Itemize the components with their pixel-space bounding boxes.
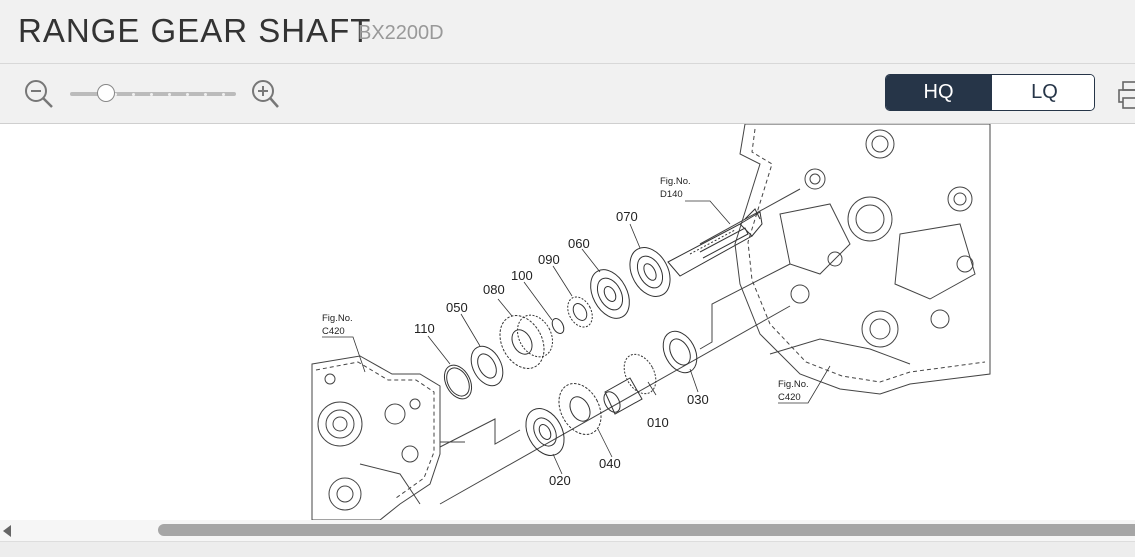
fig-ref-number[interactable]: C420 bbox=[778, 392, 801, 403]
part-label[interactable]: 060 bbox=[568, 236, 590, 251]
model-number: BX2200D bbox=[358, 22, 444, 44]
horizontal-scrollbar[interactable] bbox=[0, 520, 1135, 541]
gear-080 bbox=[499, 314, 554, 369]
bottom-strip bbox=[0, 541, 1135, 557]
fig-ref-label: Fig.No. bbox=[778, 379, 809, 390]
bearing-070 bbox=[629, 247, 671, 297]
bearing-020 bbox=[525, 408, 565, 456]
part-label[interactable]: 110 bbox=[414, 321, 435, 336]
lq-button[interactable]: LQ bbox=[991, 75, 1094, 110]
part-label[interactable]: 070 bbox=[616, 209, 638, 224]
gear-010 bbox=[603, 353, 657, 415]
zoom-slider-track bbox=[70, 92, 236, 96]
slider-tick bbox=[114, 93, 117, 96]
scrollbar-thumb[interactable] bbox=[158, 524, 1135, 536]
diagram-viewer[interactable]: 070 060 090 100 080 050 110 030 010 040 … bbox=[0, 124, 1135, 520]
part-label[interactable]: 050 bbox=[446, 300, 468, 315]
part-label[interactable]: 100 bbox=[511, 268, 533, 283]
hq-button[interactable]: HQ bbox=[886, 75, 991, 110]
slider-tick bbox=[150, 93, 153, 96]
axis-lines bbox=[439, 263, 791, 505]
leader-lines bbox=[322, 200, 831, 475]
gear-040 bbox=[558, 383, 602, 435]
slider-tick bbox=[132, 93, 135, 96]
part-label[interactable]: 010 bbox=[647, 415, 669, 430]
part-label[interactable]: 030 bbox=[687, 392, 709, 407]
slider-tick bbox=[186, 93, 189, 96]
fig-ref-number[interactable]: C420 bbox=[322, 326, 345, 337]
bearing-060 bbox=[590, 269, 630, 319]
printer-icon[interactable] bbox=[1117, 78, 1135, 112]
bearing-030 bbox=[662, 330, 698, 374]
slider-tick bbox=[168, 93, 171, 96]
top-shaft bbox=[667, 208, 763, 277]
scroll-left-arrow-icon[interactable] bbox=[2, 524, 12, 542]
zoom-slider-thumb[interactable] bbox=[97, 84, 115, 102]
part-label[interactable]: 080 bbox=[483, 282, 505, 297]
header: RANGE GEAR SHAFT BX2200D bbox=[0, 0, 1135, 64]
quality-toggle: HQ LQ bbox=[885, 74, 1095, 111]
slider-tick bbox=[222, 93, 225, 96]
page-title: RANGE GEAR SHAFT bbox=[18, 12, 372, 49]
bearing-050 bbox=[470, 345, 504, 387]
part-label[interactable]: 090 bbox=[538, 252, 560, 267]
gear-090 bbox=[567, 296, 593, 328]
zoom-in-icon[interactable] bbox=[248, 78, 280, 110]
right-housing bbox=[699, 124, 991, 395]
fig-ref-number[interactable]: D140 bbox=[660, 189, 683, 200]
fig-ref-label: Fig.No. bbox=[322, 313, 353, 324]
zoom-slider[interactable] bbox=[70, 84, 236, 104]
left-housing bbox=[311, 355, 441, 520]
fig-ref-label: Fig.No. bbox=[660, 176, 691, 187]
slider-tick bbox=[204, 93, 207, 96]
ring-100 bbox=[551, 318, 565, 334]
part-label[interactable]: 020 bbox=[549, 473, 571, 488]
toolbar: HQ LQ bbox=[0, 64, 1135, 124]
ring-110 bbox=[443, 364, 473, 400]
zoom-out-icon[interactable] bbox=[23, 78, 55, 110]
part-label[interactable]: 040 bbox=[599, 456, 621, 471]
exploded-parts-diagram: 070 060 090 100 080 050 110 030 010 040 … bbox=[311, 124, 991, 520]
